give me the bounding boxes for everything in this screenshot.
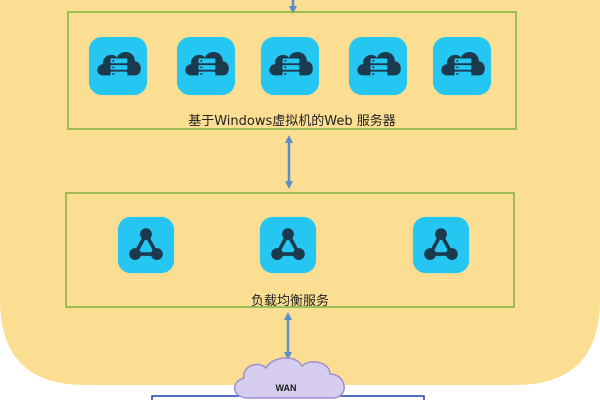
load-balancer-group-label: 负载均衡服务 [250,294,329,309]
cloud-server-icon [432,36,492,96]
web-server-group-label: 基于Windows虚拟机的Web 服务器 [188,114,396,129]
cloud-server-icon [260,36,320,96]
network-hub-icon [412,216,470,274]
wan-cloud-icon [234,357,345,399]
cloud-server-icon [348,36,408,96]
load-balancer-group-box [65,192,515,308]
wan-label: WAN [276,383,297,393]
web-server-group-box [67,11,517,130]
cloud-server-icon [176,36,236,96]
network-hub-icon [117,216,175,274]
cloud-server-icon [88,36,148,96]
network-hub-icon [259,216,317,274]
